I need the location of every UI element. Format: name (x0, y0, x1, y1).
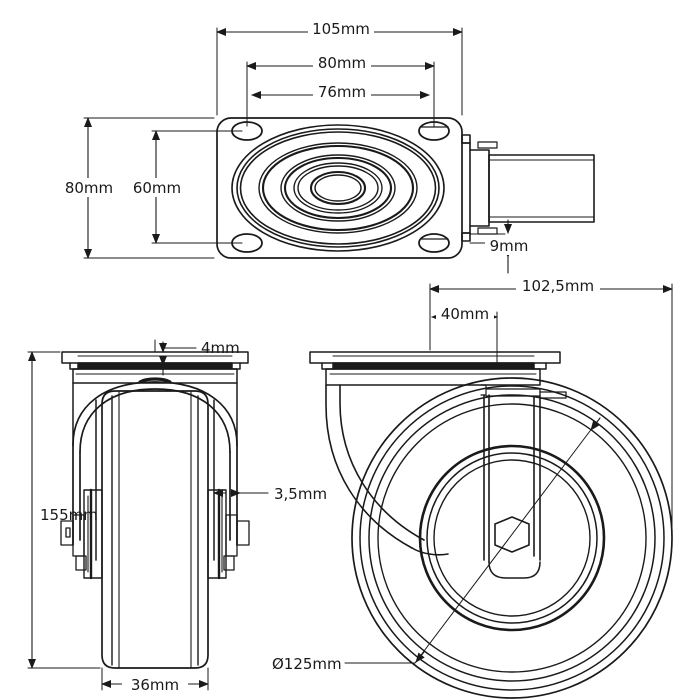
label-105mm: 105mm (312, 20, 370, 38)
label-125mm-diameter: Ø125mm (272, 655, 342, 673)
side-view-fork (325, 384, 541, 579)
top-view-extension-lines (83, 27, 506, 259)
label-155mm: 155mm (40, 506, 98, 524)
label-1025mm: 102,5mm (522, 277, 594, 295)
front-view-hub-blocks (83, 488, 227, 580)
label-40mm: 40mm (441, 305, 489, 323)
label-9mm: 9mm (490, 237, 529, 255)
label-35mm: 3,5mm (274, 485, 327, 503)
label-80mm-vertical: 80mm (65, 179, 113, 197)
label-60mm: 60mm (133, 179, 181, 197)
side-view-axle-hex-nut (494, 516, 530, 553)
label-36mm: 36mm (131, 676, 179, 694)
label-76mm: 76mm (318, 83, 366, 101)
side-view-group (309, 283, 673, 699)
front-view-wheel (95, 390, 215, 669)
front-view-mounting-plate (61, 351, 249, 370)
top-view-plate-outline (216, 117, 463, 259)
brake-arm-assembly (461, 134, 595, 242)
dim-leader-125mm-arrow-a (590, 417, 601, 431)
swivel-race-rings (231, 124, 445, 252)
label-4mm: 4mm (201, 339, 240, 357)
dim-leader-125mm (344, 426, 594, 664)
bolt-hole-bottom-right (418, 233, 450, 253)
side-view-swivel-housing (325, 368, 567, 399)
side-view-wheel-rings (351, 377, 673, 699)
dimension-text-labels: 105mm 80mm 76mm 80mm 60mm 9mm 4mm 155mm … (40, 19, 600, 694)
front-view-axle-hardware (60, 514, 250, 571)
label-80mm-horizontal: 80mm (318, 54, 366, 72)
dim-leader-125mm-arrow-b (415, 651, 425, 663)
side-view-mounting-plate (309, 351, 561, 370)
